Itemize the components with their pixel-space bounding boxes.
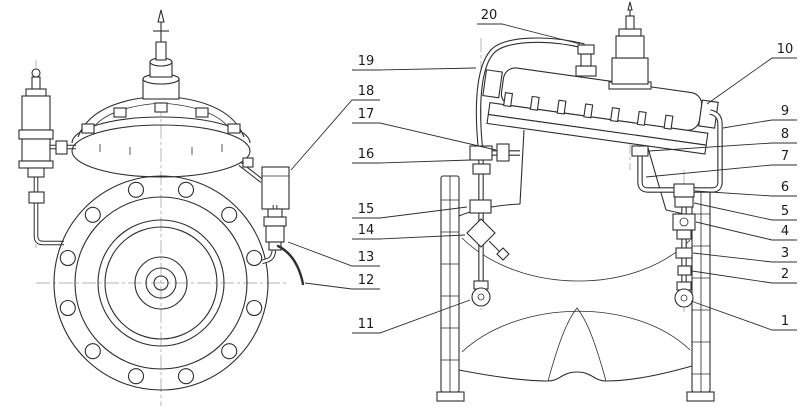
callouts: 19 18 17 16 15 14 13 12 (287, 8, 797, 334)
callout-number-20: 20 (481, 8, 498, 23)
union-nut-left (469, 199, 492, 214)
indicator-box-connector (238, 157, 264, 183)
cover-left-boss (482, 69, 503, 99)
callout-number-2: 2 (781, 267, 789, 282)
callout-20: 20 (477, 8, 581, 45)
callout-number-13: 13 (358, 250, 375, 265)
main-flange (53, 175, 269, 391)
union-nut-horizontal (496, 143, 510, 162)
pilot-valve (608, 1, 652, 157)
callout-number-16: 16 (358, 147, 375, 162)
callout-14: 14 (352, 223, 466, 240)
flange-bolt-holes (59, 181, 263, 385)
callout-number-9: 9 (781, 104, 789, 119)
strainer-cap (496, 247, 510, 261)
callout-number-7: 7 (781, 149, 789, 164)
callout-number-11: 11 (358, 317, 375, 332)
left-drain-ball (471, 287, 491, 307)
mini-ball-valve (672, 213, 696, 231)
callout-number-19: 19 (358, 54, 375, 69)
callout-number-5: 5 (781, 204, 789, 219)
callout-8: 8 (648, 127, 797, 152)
callout-number-12: 12 (358, 273, 375, 288)
callout-17: 17 (352, 107, 497, 151)
callout-16: 16 (352, 147, 472, 164)
callout-13: 13 (287, 241, 380, 267)
callout-18: 18 (290, 84, 380, 171)
callout-4: 4 (695, 221, 797, 241)
pilot-bottom-fitting (631, 145, 649, 157)
callout-9: 9 (722, 104, 797, 129)
strainer-body (466, 218, 496, 248)
valve-handle (276, 244, 305, 286)
indicator-box (261, 166, 290, 210)
bonnet (71, 95, 251, 178)
callout-number-1: 1 (781, 314, 789, 329)
callout-number-3: 3 (781, 246, 789, 261)
callout-15: 15 (352, 202, 468, 219)
callout-6: 6 (694, 180, 797, 197)
side-view (436, 1, 723, 402)
callout-number-15: 15 (358, 202, 375, 217)
callout-number-8: 8 (781, 127, 789, 142)
cover-assembly (482, 67, 719, 155)
callout-number-6: 6 (781, 180, 789, 195)
right-stack-fittings (672, 183, 696, 308)
callout-number-17: 17 (358, 107, 375, 122)
right-tee (673, 183, 695, 198)
callout-number-14: 14 (358, 223, 375, 238)
callout-7: 7 (645, 149, 797, 178)
callout-11: 11 (352, 299, 471, 334)
stem-indicator (142, 9, 180, 100)
pilot-drop-pipe (637, 156, 678, 193)
callout-number-18: 18 (358, 84, 375, 99)
callout-5: 5 (693, 202, 797, 221)
callout-3: 3 (692, 246, 797, 263)
callout-2: 2 (691, 267, 797, 284)
callout-number-10: 10 (777, 42, 794, 57)
right-union-upper (674, 196, 694, 208)
inlet-flange (436, 175, 465, 402)
tee-fitting (469, 145, 493, 161)
callout-1: 1 (690, 300, 797, 331)
tube-top-fitting (575, 44, 597, 77)
valve-body (458, 129, 693, 382)
right-drain-ball (674, 288, 694, 308)
callout-19: 19 (352, 54, 477, 71)
callout-number-4: 4 (781, 224, 789, 239)
sensing-tube (475, 37, 585, 155)
callout-12: 12 (304, 273, 380, 290)
callout-10: 10 (706, 42, 797, 105)
pilot-regulator (18, 68, 68, 204)
front-view (18, 9, 305, 391)
right-nut (675, 247, 693, 259)
right-union-lower (677, 265, 692, 276)
needle-valve (261, 205, 305, 286)
left-stack-fittings (466, 143, 510, 307)
pilot-pipe-down (33, 175, 64, 246)
